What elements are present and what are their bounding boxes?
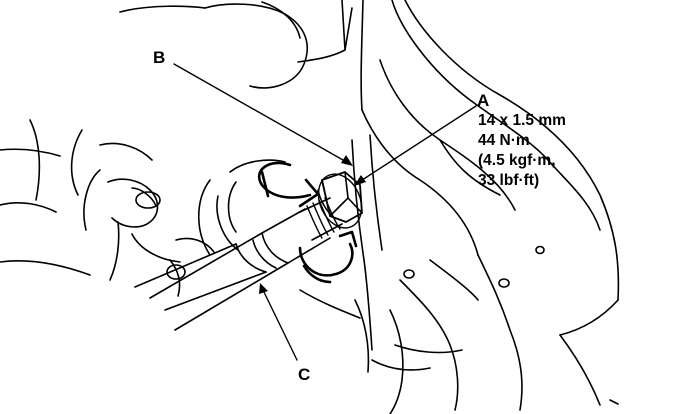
spark-plug [299,171,363,241]
engine-casting [0,0,620,414]
spec-torque-nm: 44 N·m [478,132,530,149]
leader-arrowheads [259,155,366,294]
leader-lines [173,63,477,361]
extension-bar [134,208,331,331]
spec-thread: 14 x 1.5 mm [478,112,566,129]
callout-label-a: A [477,91,489,110]
callout-label-b: B [153,48,165,67]
rotation-arrow-icon [298,230,358,284]
spec-torque-kgfm: (4.5 kgf·m, [478,152,556,169]
rotation-arrow-icon [258,161,320,208]
callout-label-c: C [298,365,310,384]
spec-torque-lbfft: 33 lbf·ft) [478,172,539,189]
